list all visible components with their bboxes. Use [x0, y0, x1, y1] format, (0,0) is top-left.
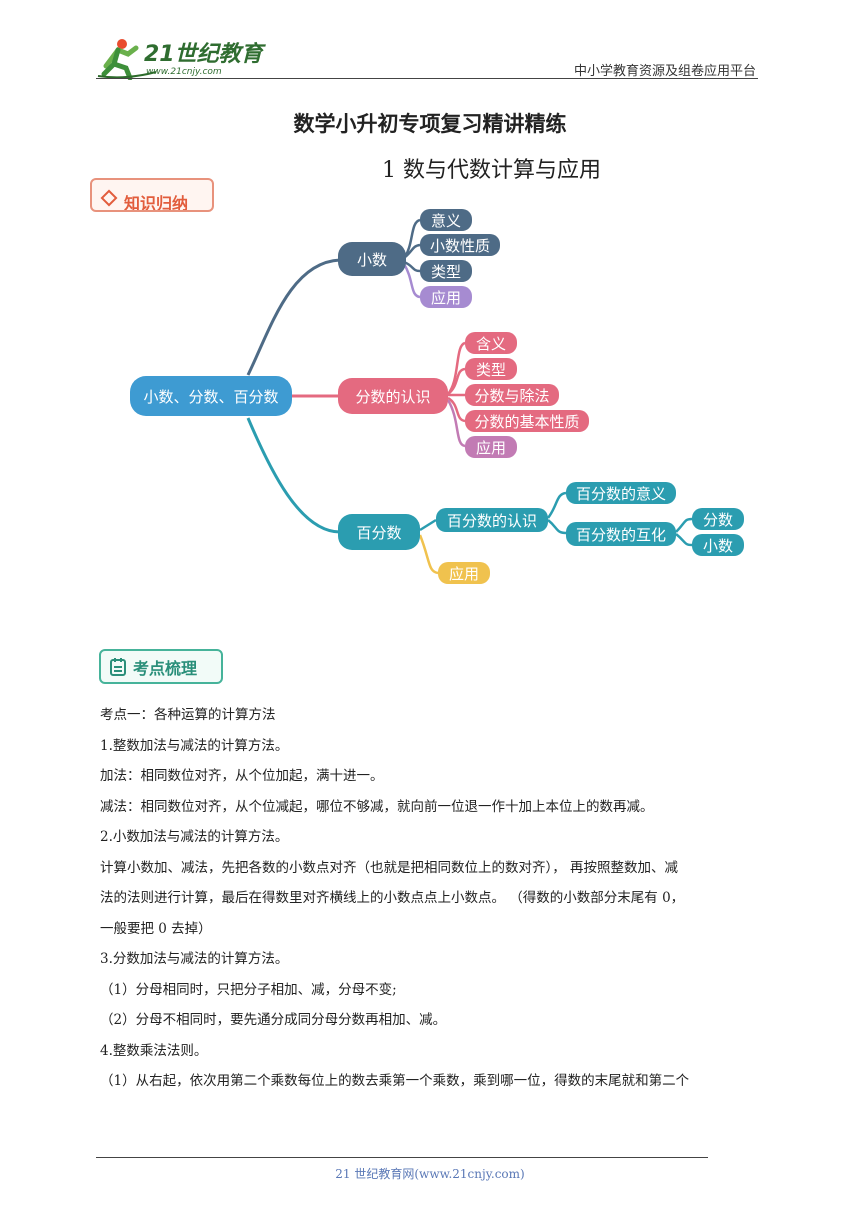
percent-node-label: 百分数: [356, 524, 401, 542]
svg-text:21世纪教育: 21世纪教育: [144, 41, 266, 67]
content-line: （1）分母相同时，只把分子相加、减，分母不变;: [100, 981, 397, 998]
decimal-child-label: 类型: [431, 263, 461, 281]
percent-to-fraction-label: 分数: [703, 511, 733, 529]
content-body: 考点一：各种运算的计算方法 1.整数加法与减法的计算方法。 加法：相同数位对齐，…: [100, 700, 762, 1097]
percent-apply-label: 应用: [449, 565, 479, 583]
content-line: 1.整数加法与减法的计算方法。: [100, 737, 289, 754]
decimal-node-label: 小数: [357, 251, 387, 269]
content-line: 减法：相同数位对齐，从个位减起，哪位不够减，就向前一位退一作十加上本位上的数再减…: [100, 798, 654, 815]
content-line: 法的法则进行计算，最后在得数里对齐横线上的小数点点上小数点。 （得数的小数部分末…: [100, 890, 685, 906]
fraction-child-label: 应用: [476, 439, 506, 457]
decimal-child-label: 意义: [431, 212, 461, 230]
percent-meaning-label: 百分数的意义: [576, 485, 666, 503]
percent-to-decimal-label: 小数: [703, 537, 733, 555]
content-line: 2.小数加法与减法的计算方法。: [100, 829, 289, 845]
fraction-child-node: [465, 384, 559, 406]
content-line: 一般要把 0 去掉）: [100, 920, 212, 937]
fraction-node-label: 分数的认识: [355, 388, 430, 406]
percent-convert-label: 百分数的互化: [576, 526, 666, 544]
fraction-node: [338, 378, 448, 414]
footer-divider: [96, 1157, 708, 1158]
percent-apply-node: [438, 562, 490, 584]
content-line: 计算小数加、减法，先把各数的小数点对齐（也就是把相同数位上的数对齐）， 再按照整…: [100, 859, 679, 876]
fraction-child-label: 类型: [476, 361, 506, 379]
decimal-child-node: [420, 260, 472, 282]
content-line: （1）从右起，依次用第二个乘数每位上的数去乘第一个乘数，乘到哪一位，得数的末尾就…: [100, 1073, 690, 1089]
checklist-icon: [110, 657, 126, 676]
fraction-child-node: [465, 358, 517, 380]
content-line: （2）分母不相同时，要先通分成同分母分数再相加、减。: [100, 1012, 447, 1028]
decimal-child-node: [420, 234, 500, 256]
badge-label: 知识归纳: [124, 194, 189, 212]
content-line: 3.分数加法与减法的计算方法。: [100, 951, 289, 967]
percent-node: [338, 514, 420, 550]
percent-recognize-node: [436, 508, 548, 532]
header-divider: [96, 78, 758, 79]
exam-points-badge: 考点梳理: [99, 649, 223, 684]
document-subtitle: 1 数与代数计算与应用: [382, 158, 601, 183]
root-node-label: 小数、分数、百分数: [143, 388, 278, 406]
decimal-child-node: [420, 286, 472, 308]
percent-to-decimal-node: [692, 534, 744, 556]
diamond-icon: [100, 189, 118, 207]
platform-name: 中小学教育资源及组卷应用平台: [573, 64, 756, 79]
root-node: [130, 376, 292, 416]
document-title: 数学小升初专项复习精讲精练: [293, 111, 567, 136]
content-line: 4.整数乘法法则。: [100, 1042, 208, 1059]
runner-logo-icon: [97, 39, 157, 81]
badge-label: 考点梳理: [133, 658, 198, 678]
decimal-child-label: 小数性质: [430, 237, 490, 255]
content-line: 考点一：各种运算的计算方法: [100, 707, 276, 723]
svg-text:www.21cnjy.com: www.21cnjy.com: [146, 67, 222, 77]
fraction-child-label: 分数与除法: [474, 387, 549, 405]
knowledge-summary-badge: 知识归纳: [90, 178, 214, 212]
fraction-child-node: [465, 332, 517, 354]
percent-to-fraction-node: [692, 508, 744, 530]
decimal-child-node: [420, 209, 472, 231]
site-logo: 21世纪教育 www.21cnjy.com: [96, 36, 267, 81]
decimal-child-label: 应用: [431, 289, 461, 307]
percent-convert-node: [566, 522, 676, 546]
fraction-child-label: 含义: [476, 335, 506, 353]
percent-recognize-label: 百分数的认识: [447, 512, 537, 530]
fraction-child-label: 分数的基本性质: [474, 413, 579, 431]
percent-meaning-node: [566, 482, 676, 504]
decimal-node: [338, 242, 406, 276]
fraction-child-node: [465, 410, 589, 432]
mind-map: 小数、分数、百分数 小数 意义 小数性质 类型 应用 分数的认识 含义 类型 分…: [130, 209, 744, 584]
content-line: 加法：相同数位对齐，从个位加起，满十进一。: [100, 768, 384, 784]
fraction-child-node: [465, 436, 517, 458]
footer-link[interactable]: 21 世纪教育网(www.21cnjy.com): [335, 1167, 525, 1181]
